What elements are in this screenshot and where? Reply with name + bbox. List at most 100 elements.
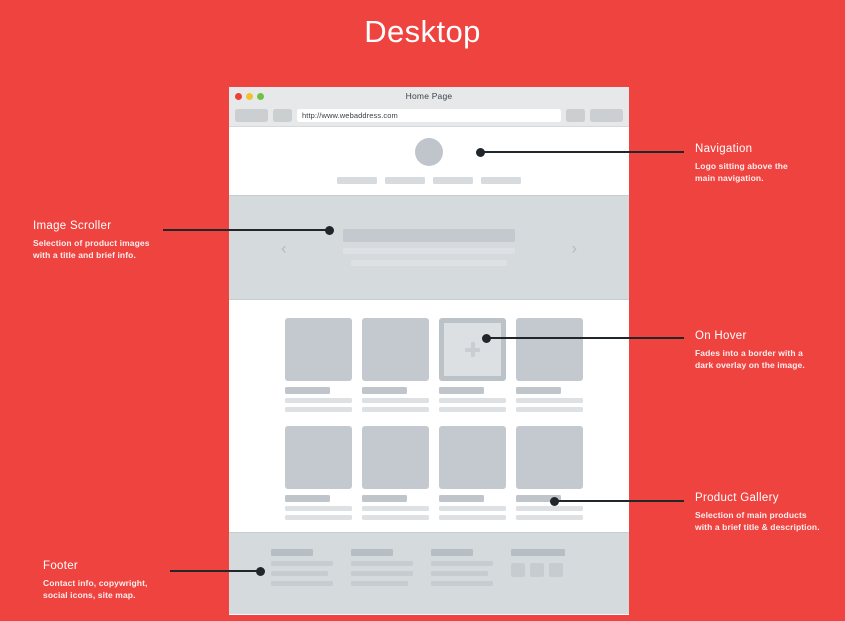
social-icons-row [511, 563, 565, 577]
gallery-tile-line [362, 398, 429, 403]
gallery-tile-title [285, 495, 330, 502]
annotation-title: Image Scroller [33, 220, 112, 232]
annotation-navigation: Navigation Logo sitting above the main n… [695, 143, 840, 185]
address-bar-input[interactable]: http://www.webaddress.com [297, 109, 561, 122]
scroller-content [343, 229, 515, 266]
social-icon[interactable] [549, 563, 563, 577]
close-button[interactable] [235, 93, 242, 100]
nav-item-3[interactable] [433, 177, 473, 184]
leader-dot-image-scroller [325, 226, 334, 235]
footer-column-heading [351, 549, 393, 556]
gallery-thumbnail[interactable] [516, 426, 583, 489]
footer-text-line [431, 571, 488, 576]
leader-line-image-scroller [163, 229, 327, 231]
footer-column-heading [511, 549, 565, 556]
gallery-row [285, 426, 583, 520]
footer-text-line [351, 571, 413, 576]
traffic-light-buttons [235, 93, 264, 100]
share-button[interactable] [566, 109, 585, 122]
gallery-thumbnail[interactable] [285, 426, 352, 489]
nav-item-2[interactable] [385, 177, 425, 184]
gallery-thumbnail[interactable] [285, 318, 352, 381]
gallery-thumbnail[interactable] [439, 426, 506, 489]
footer-text-line [271, 571, 328, 576]
annotation-description: Fades into a border with a dark overlay … [695, 348, 805, 371]
annotation-title: Navigation [695, 143, 753, 155]
nav-items-list [337, 177, 521, 184]
gallery-tile-line [439, 407, 506, 412]
gallery-tile-line [362, 515, 429, 520]
gallery-tile-hover[interactable] [439, 318, 506, 412]
footer-column [271, 549, 333, 614]
gallery-tile[interactable] [362, 318, 429, 412]
browser-window-title: Home Page [405, 91, 453, 101]
footer-text-line [431, 581, 493, 586]
footer-section [229, 532, 629, 614]
gallery-tile-title [362, 495, 407, 502]
gallery-thumbnail[interactable] [516, 318, 583, 381]
gallery-thumbnail[interactable] [362, 318, 429, 381]
gallery-tile[interactable] [439, 426, 506, 520]
back-forward-button[interactable] [235, 109, 268, 122]
annotation-description: Logo sitting above the main navigation. [695, 161, 788, 184]
footer-column-heading [431, 549, 473, 556]
annotation-product-gallery: Product Gallery Selection of main produc… [695, 492, 845, 534]
leader-line-footer [170, 570, 260, 572]
tabs-button[interactable] [590, 109, 623, 122]
gallery-tile[interactable] [285, 318, 352, 412]
gallery-tile-line [285, 515, 352, 520]
gallery-tile-title [439, 387, 484, 394]
scroller-title-placeholder [343, 229, 515, 242]
gallery-tile-line [439, 398, 506, 403]
footer-text-line [431, 561, 493, 566]
annotation-description: Selection of main products with a brief … [695, 510, 820, 533]
browser-window-mockup: Home Page http://www.webaddress.com ‹ [229, 87, 629, 615]
footer-text-line [351, 581, 408, 586]
gallery-tile[interactable] [516, 426, 583, 520]
gallery-tile-title [516, 495, 561, 502]
leader-line-on-hover [486, 337, 684, 339]
nav-item-1[interactable] [337, 177, 377, 184]
social-icon[interactable] [530, 563, 544, 577]
gallery-tile[interactable] [516, 318, 583, 412]
scroller-prev-icon[interactable]: ‹ [281, 238, 287, 257]
gallery-thumbnail-hover[interactable] [439, 318, 506, 381]
scroller-next-icon[interactable]: › [571, 238, 577, 257]
footer-column [431, 549, 493, 614]
plus-icon [465, 342, 480, 357]
browser-page-content: ‹ › [229, 127, 629, 614]
browser-titlebar: Home Page [229, 87, 629, 105]
zoom-button[interactable] [257, 93, 264, 100]
toolbar-action-button[interactable] [273, 109, 292, 122]
leader-line-product-gallery [554, 500, 684, 502]
gallery-tile[interactable] [362, 426, 429, 520]
gallery-tile-line [285, 506, 352, 511]
gallery-thumbnail[interactable] [362, 426, 429, 489]
leader-dot-footer [256, 567, 265, 576]
annotation-footer: Footer Contact info, copywright, social … [43, 560, 193, 602]
gallery-tile-line [285, 398, 352, 403]
annotation-title: Footer [43, 560, 79, 572]
scroller-text-line-2 [350, 260, 508, 266]
annotation-description: Contact info, copywright, social icons, … [43, 578, 148, 601]
image-scroller-section: ‹ › [229, 195, 629, 300]
gallery-tile-title [285, 387, 330, 394]
browser-toolbar: http://www.webaddress.com [229, 105, 629, 127]
navigation-section [229, 127, 629, 195]
footer-social-column [511, 549, 565, 614]
gallery-tile-line [439, 506, 506, 511]
footer-column [351, 549, 413, 614]
annotation-on-hover: On Hover Fades into a border with a dark… [695, 330, 845, 372]
gallery-tile-line [516, 398, 583, 403]
logo-placeholder[interactable] [415, 138, 443, 166]
footer-text-line [271, 581, 333, 586]
page-title: Desktop [364, 14, 481, 49]
gallery-tile-line [516, 407, 583, 412]
gallery-tile-line [362, 506, 429, 511]
nav-item-4[interactable] [481, 177, 521, 184]
gallery-tile-title [362, 387, 407, 394]
minimize-button[interactable] [246, 93, 253, 100]
gallery-tile[interactable] [285, 426, 352, 520]
annotation-description: Selection of product images with a title… [33, 238, 150, 261]
social-icon[interactable] [511, 563, 525, 577]
